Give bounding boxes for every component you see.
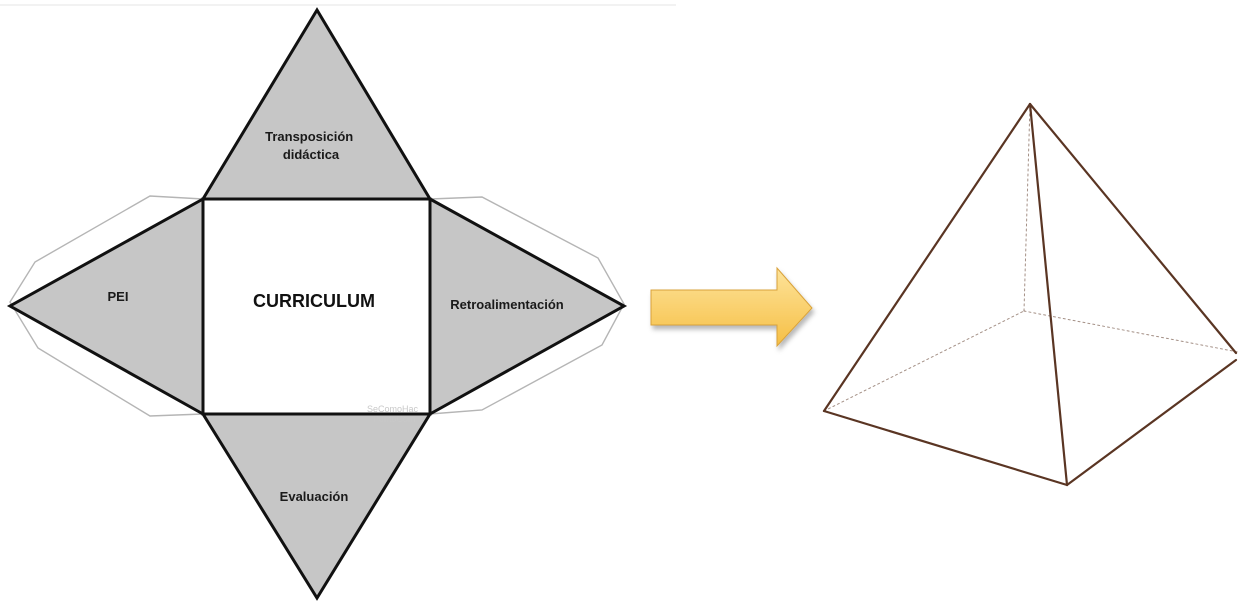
watermark: SeComoHac PuntoCom	[367, 404, 421, 424]
visible-edge-base-right	[1065, 358, 1238, 487]
bottom-face-label: Evaluación	[280, 489, 349, 504]
hidden-edge-apex	[1023, 103, 1031, 312]
visible-edge-front	[1028, 102, 1069, 487]
glue-tab-left	[9, 195, 204, 417]
right-face-label: Retroalimentación	[450, 297, 563, 312]
watermark-line1: SeComoHac	[367, 404, 419, 414]
visible-edge-left	[822, 102, 1032, 413]
glue-tab-right	[429, 196, 625, 415]
watermark-line2: PuntoCom	[373, 414, 416, 424]
left-face-label: PEI	[108, 289, 129, 304]
face-bottom-triangle	[200, 412, 433, 601]
hidden-edge-right	[1023, 310, 1238, 353]
face-top-triangle	[200, 7, 433, 201]
visible-edge-right	[1028, 102, 1238, 355]
right-arrow-icon	[650, 266, 813, 348]
face-left-triangle	[6, 196, 205, 417]
glue-tabs	[9, 195, 625, 417]
top-face-label: Transposición didáctica	[265, 129, 357, 162]
pyramid-3d	[822, 102, 1238, 487]
center-label: CURRICULUM	[253, 291, 375, 311]
top-face-label-line2: didáctica	[283, 147, 340, 162]
base-square	[201, 197, 432, 416]
visible-edge-base-left	[822, 409, 1069, 487]
pyramid-net	[6, 7, 628, 601]
top-face-label-line1: Transposición	[265, 129, 353, 144]
hidden-edge-left	[823, 310, 1025, 412]
